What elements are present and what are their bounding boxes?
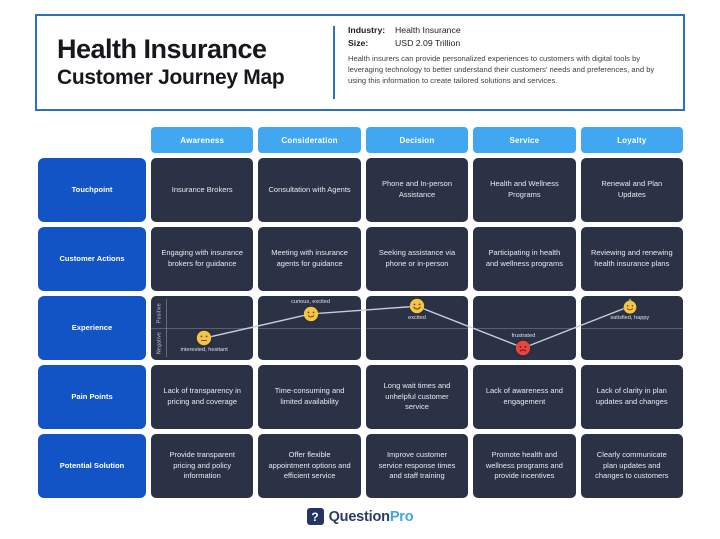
potential-solution-cell: Promote health and wellness programs and…	[473, 434, 576, 498]
thinking-face-icon	[196, 330, 212, 346]
experience-cell-consideration	[258, 296, 361, 360]
stage-header-awareness: Awareness	[151, 127, 254, 153]
industry-description: Health insurers can provide personalized…	[348, 54, 655, 85]
row-label-touchpoint: Touchpoint	[38, 158, 146, 222]
industry-label: Industry:	[348, 25, 386, 35]
title-block: Health Insurance Customer Journey Map	[37, 16, 333, 109]
stage-header-loyalty: Loyalty	[580, 127, 683, 153]
page-subtitle: Customer Journey Map	[57, 65, 285, 89]
header-divider	[333, 26, 335, 99]
pain-points-cell: Lack of clarity in plan updates and chan…	[580, 365, 683, 429]
partying-face-icon	[622, 298, 638, 314]
row-label-experience: Experience	[38, 296, 146, 360]
angry-face-icon	[515, 340, 531, 356]
customer-actions-cell: Reviewing and renewing health insurance …	[580, 227, 683, 291]
stage-header-decision: Decision	[365, 127, 469, 153]
size-row: Size: USD 2.09 Trillion	[348, 37, 667, 50]
row-label-customer-actions: Customer Actions	[38, 227, 146, 291]
experience-curve-area: Positive Negative interested, hesitant cu…	[151, 296, 683, 360]
page-title: Health Insurance	[57, 34, 267, 65]
journey-table: Awareness Consideration Decision Service…	[38, 127, 683, 498]
customer-actions-cell: Engaging with insurance brokers for guid…	[151, 227, 254, 291]
customer-actions-cell: Meeting with insurance agents for guidan…	[258, 227, 361, 291]
brand-name-first: Question	[328, 508, 390, 525]
brand-name-second: Pro	[389, 508, 414, 525]
touchpoint-cell: Health and Wellness Programs	[473, 158, 576, 222]
brand-name: QuestionPro	[329, 509, 414, 525]
industry-value: Health Insurance	[395, 25, 461, 35]
footer-brand: ? QuestionPro	[0, 508, 720, 525]
pain-points-cell: Time-consuming and limited availability	[258, 365, 361, 429]
row-label-pain-points: Pain Points	[38, 365, 146, 429]
corner-spacer	[38, 127, 146, 153]
stage-header-consideration: Consideration	[258, 127, 361, 153]
touchpoint-cell: Insurance Brokers	[151, 158, 254, 222]
row-label-potential-solution: Potential Solution	[38, 434, 146, 498]
header-info: Industry: Health Insurance Size: USD 2.0…	[335, 16, 683, 109]
potential-solution-cell: Clearly communicate plan updates and cha…	[580, 434, 683, 498]
size-value: USD 2.09 Trillion	[395, 38, 461, 49]
customer-actions-cell: Participating in health and wellness pro…	[473, 227, 576, 291]
size-label: Size:	[348, 38, 369, 49]
experience-cell-awareness: Positive Negative	[151, 296, 254, 360]
emotion-label: frustrated	[511, 332, 536, 339]
smiling-face-icon	[303, 306, 319, 322]
grinning-face-icon	[409, 298, 425, 314]
header-card: Health Insurance Customer Journey Map In…	[35, 14, 685, 111]
emotion-label: curious, excited	[291, 298, 331, 305]
industry-row: Industry: Health Insurance	[348, 24, 667, 37]
sentiment-axis: Positive Negative	[153, 299, 167, 357]
potential-solution-cell: Provide transparent pricing and policy i…	[151, 434, 254, 498]
emotion-label: excited	[408, 315, 426, 322]
pain-points-cell: Long wait times and unhelpful customer s…	[365, 365, 469, 429]
potential-solution-cell: Offer flexible appointment options and e…	[258, 434, 361, 498]
pain-points-cell: Lack of transparency in pricing and cove…	[151, 365, 254, 429]
emotion-label: interested, hesitant	[180, 347, 228, 354]
potential-solution-cell: Improve customer service response times …	[365, 434, 469, 498]
emotion-label: satisfied, happy	[610, 315, 650, 322]
pain-points-cell: Lack of awareness and engagement	[473, 365, 576, 429]
touchpoint-cell: Phone and In-person Assistance	[365, 158, 469, 222]
touchpoint-cell: Renewal and Plan Updates	[580, 158, 683, 222]
questionpro-logo-icon: ?	[306, 508, 324, 525]
touchpoint-cell: Consultation with Agents	[258, 158, 361, 222]
stage-header-service: Service	[473, 127, 576, 153]
customer-actions-cell: Seeking assistance via phone or in-perso…	[365, 227, 469, 291]
